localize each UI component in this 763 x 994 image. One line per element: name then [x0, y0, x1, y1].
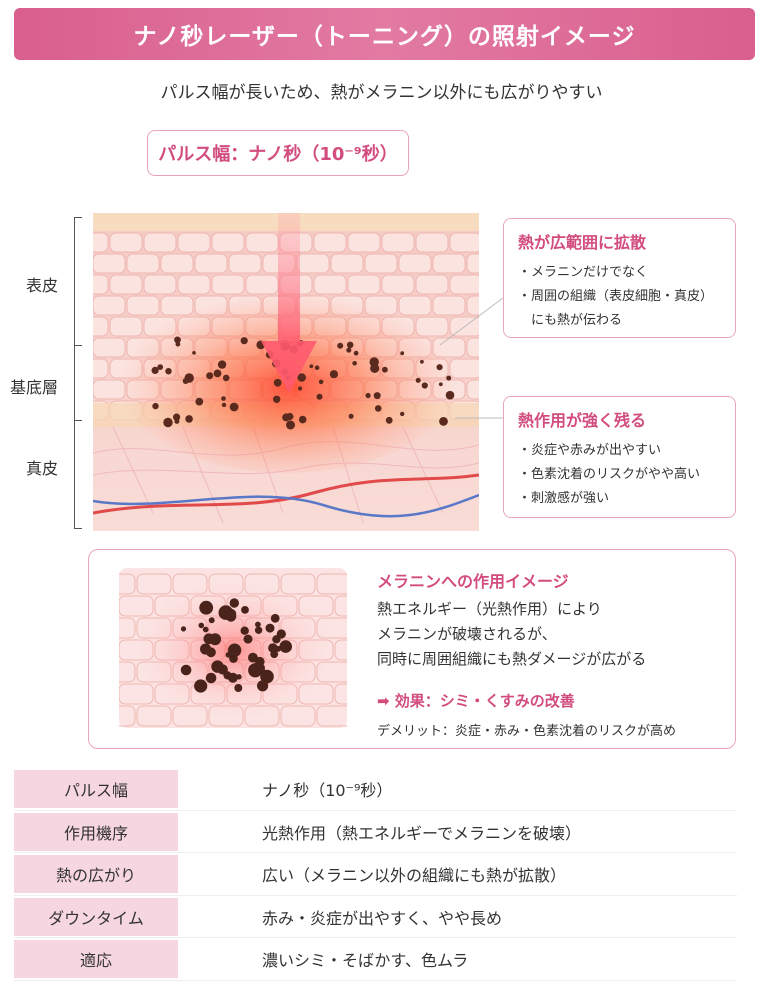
table-row: 熱の広がり 広い（メラニン以外の組織にも熱が拡散）	[14, 853, 737, 896]
table-row: パルス幅 ナノ秒（10⁻⁹秒）	[14, 768, 737, 811]
panel-demerit: デメリット：炎症・赤み・色素沈着のリスクが高め	[377, 724, 677, 739]
callout-heat-effect-item: ・炎症や赤みが出やすい	[518, 443, 662, 458]
table-row-label: ダウンタイム	[14, 897, 178, 936]
table-row-value: 光熱作用（熱エネルギーでメラニンを破壊）	[262, 823, 582, 843]
page-title: ナノ秒レーザー（トーニング）の照射イメージ	[133, 24, 636, 50]
bracket-tick-basal	[74, 420, 82, 421]
page-header: ナノ秒レーザー（トーニング）の照射イメージ	[14, 8, 755, 60]
table-row-value: 広い（メラニン以外の組織にも熱が拡散）	[262, 866, 567, 886]
bracket-tick-bottom	[74, 528, 82, 529]
callout-heat-effect-item: ・色素沈着のリスクがやや高い	[518, 467, 701, 482]
table-row-value: ナノ秒（10⁻⁹秒）	[262, 781, 393, 800]
callout-heat-effect: 熱作用が強く残る ・炎症や赤みが出やすい ・色素沈着のリスクがやや高い ・刺激感…	[503, 396, 736, 518]
callout-connector-lines	[439, 297, 504, 419]
panel-title: メラニンへの作用イメージ	[377, 572, 569, 591]
subtitle: パルス幅が長いため、熱がメラニン以外にも広がりやすい	[160, 83, 603, 103]
callout-heat-spread-item: ・メラニンだけでなく	[518, 265, 649, 280]
blue-blood-vessel	[93, 493, 479, 518]
table-row-label: 熱の広がり	[14, 855, 178, 894]
laser-arrowhead	[261, 341, 317, 393]
layer-bracket	[74, 217, 82, 529]
skin-cross-section-illustration	[93, 213, 479, 531]
panel-line: 同時に周囲組織にも熱ダメージが広がる	[377, 650, 647, 668]
layer-label-basal: 基底層	[10, 378, 59, 397]
bracket-tick-top	[74, 217, 82, 218]
melanin-action-panel: メラニンへの作用イメージ 熱エネルギー（光熱作用）により メラニンが破壊されるが…	[88, 549, 736, 749]
table-row-label: 適応	[14, 940, 178, 979]
summary-table: パルス幅 ナノ秒（10⁻⁹秒） 作用機序 光熱作用（熱エネルギーでメラニンを破壊…	[14, 768, 737, 981]
table-row-label: パルス幅	[14, 770, 178, 808]
panel-effect: ➡ 効果：シミ・くすみの改善	[377, 692, 575, 710]
laser-beam	[278, 213, 300, 343]
layer-label-epidermis: 表皮	[26, 276, 59, 295]
pulse-width-label: パルス幅：ナノ秒（10⁻⁹秒）	[147, 130, 409, 176]
callout-heat-effect-item: ・刺激感が強い	[518, 491, 610, 506]
pulse-width-text: パルス幅：ナノ秒（10⁻⁹秒）	[158, 144, 398, 165]
table-row-value: 濃いシミ・そばかす、色ムラ	[262, 951, 469, 971]
table-row: ダウンタイム 赤み・炎症が出やすく、やや長め	[14, 896, 737, 939]
callout-heat-effect-title: 熱作用が強く残る	[518, 411, 647, 430]
red-blood-vessel	[93, 473, 479, 515]
callout-heat-spread: 熱が広範囲に拡散 ・メラニンだけでなく ・周囲の組織（表皮細胞・真皮） にも熱が…	[503, 218, 736, 338]
table-row: 適応 濃いシミ・そばかす、色ムラ	[14, 938, 737, 981]
callout-heat-spread-item: にも熱が伝わる	[518, 313, 623, 328]
melanin-closeup-illustration	[119, 568, 347, 728]
table-row-label: 作用機序	[14, 812, 178, 851]
layer-label-dermis: 真皮	[26, 459, 59, 478]
table-row-value: 赤み・炎症が出やすく、やや長め	[262, 908, 503, 928]
panel-line: メラニンが破壊されるが、	[377, 625, 557, 643]
bracket-tick-epidermis	[74, 345, 82, 346]
callout-heat-spread-item: ・周囲の組織（表皮細胞・真皮）	[518, 289, 714, 304]
panel-description: 熱エネルギー（光熱作用）により メラニンが破壊されるが、 同時に周囲組織にも熱ダ…	[377, 597, 646, 672]
callout-heat-spread-title: 熱が広範囲に拡散	[518, 233, 647, 252]
table-row: 作用機序 光熱作用（熱エネルギーでメラニンを破壊）	[14, 811, 737, 854]
panel-line: 熱エネルギー（光熱作用）により	[377, 600, 602, 618]
